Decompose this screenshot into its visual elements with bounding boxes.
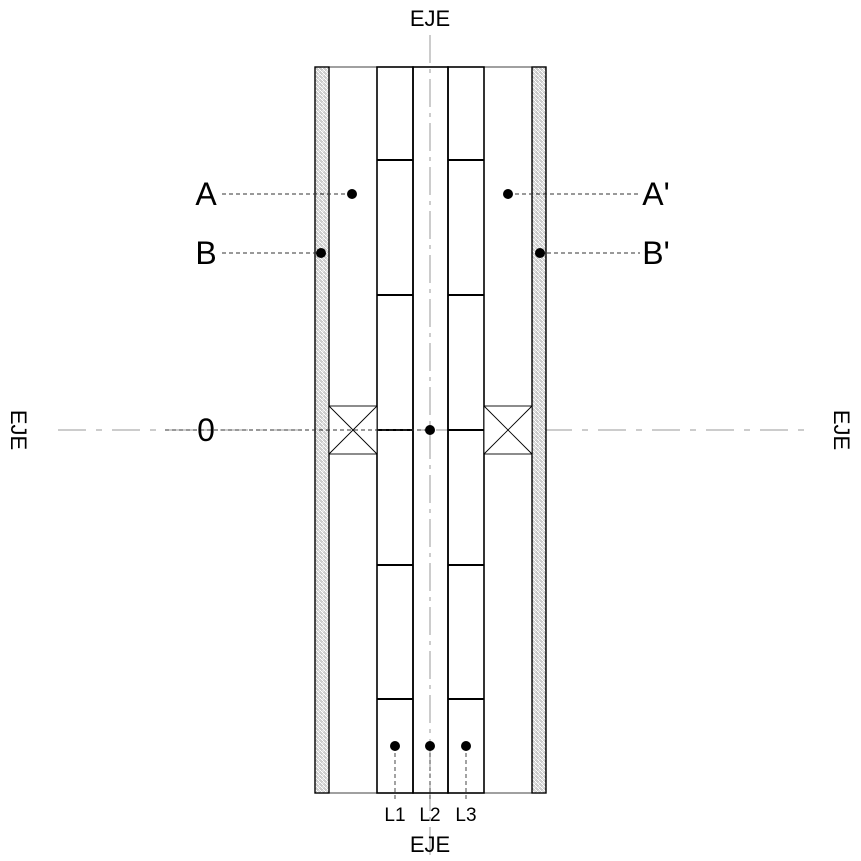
lane-label-l2: L2 xyxy=(419,805,440,826)
point-label-origin: 0 xyxy=(197,412,215,448)
point-label-a-prime: A' xyxy=(642,176,669,212)
point-marker-icon xyxy=(503,189,513,199)
point-label-b-prime: B' xyxy=(642,235,669,271)
point-marker-icon xyxy=(461,741,471,751)
axis-label-right: EJE xyxy=(829,410,854,450)
leader-lines xyxy=(165,193,640,800)
point-marker-icon xyxy=(425,741,435,751)
point-label-a: A xyxy=(195,176,217,212)
point-marker-icon xyxy=(390,741,400,751)
axis-label-left: EJE xyxy=(6,410,31,450)
axis-label-top: EJE xyxy=(410,6,450,31)
point-marker-icon xyxy=(316,248,326,258)
point-marker-icon xyxy=(535,248,545,258)
lane-dividers xyxy=(377,159,484,700)
lane-label-l1: L1 xyxy=(384,805,405,826)
lane-label-l3: L3 xyxy=(455,805,476,826)
point-markers xyxy=(316,189,545,751)
point-label-b: B xyxy=(195,235,216,271)
point-marker-icon xyxy=(347,189,357,199)
axis-label-bottom: EJE xyxy=(410,832,450,857)
right-wall xyxy=(531,66,547,794)
point-marker-icon xyxy=(425,425,435,435)
cross-box-icon xyxy=(483,405,533,455)
